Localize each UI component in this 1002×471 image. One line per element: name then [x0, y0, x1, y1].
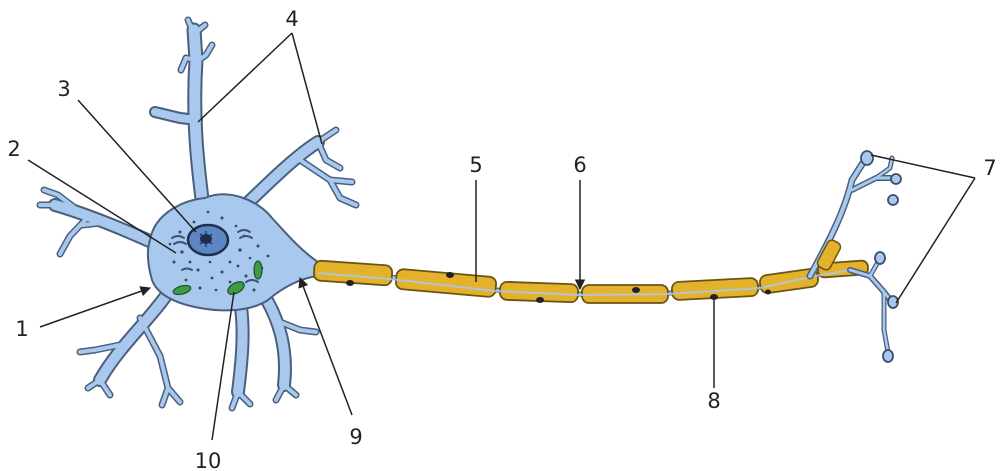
terminal-bouton [891, 174, 901, 184]
terminal-bouton [883, 350, 893, 362]
label-1: 1 [15, 317, 28, 341]
label-10: 10 [195, 449, 222, 471]
label-4: 4 [285, 7, 298, 31]
leader-1 [40, 288, 150, 327]
label-9: 9 [349, 425, 362, 449]
leader-9 [300, 278, 352, 415]
terminal-bouton [888, 195, 898, 205]
label-3: 3 [57, 77, 70, 101]
mitochondrion [254, 261, 262, 279]
terminal-bouton [861, 151, 873, 165]
label-2: 2 [7, 137, 20, 161]
leader-7a [871, 155, 975, 178]
label-7: 7 [983, 156, 996, 180]
axon-group [313, 151, 901, 362]
leader-10 [212, 292, 234, 440]
label-8: 8 [707, 389, 720, 413]
myelin-segment [395, 269, 496, 298]
leader-4b [292, 33, 322, 144]
cell-body-group [40, 20, 356, 408]
terminal-bouton [875, 252, 885, 264]
leader-7b [896, 178, 975, 303]
label-5: 5 [469, 153, 482, 177]
label-6: 6 [573, 153, 586, 177]
